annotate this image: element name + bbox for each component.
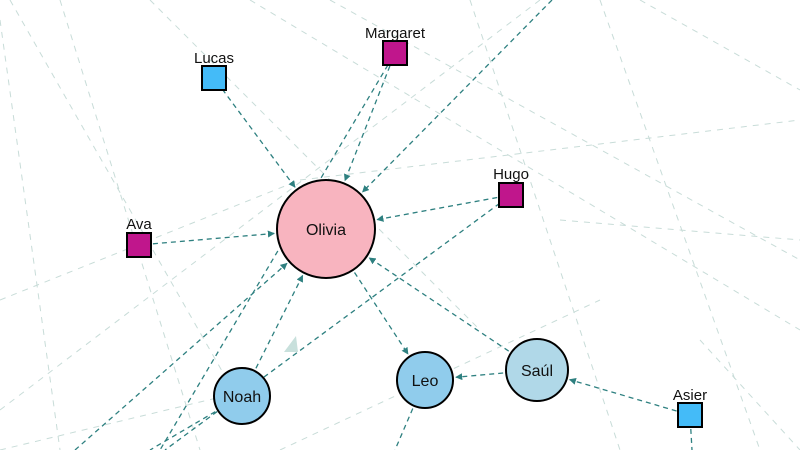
faint-edge-15 (639, 0, 800, 91)
node-asier-square[interactable] (677, 402, 703, 428)
edge-asier-saul (568, 378, 677, 412)
node-margaret[interactable]: Margaret (365, 25, 426, 66)
edge-lucas-olivia (221, 88, 296, 188)
node-lucas-label: Lucas (194, 50, 234, 67)
edge-offscreen-0 (159, 64, 389, 450)
node-noah[interactable]: Noah (213, 367, 271, 425)
node-margaret-label: Margaret (365, 25, 426, 42)
faint-edge-1 (9, 0, 251, 421)
edge-ava-olivia (152, 230, 275, 245)
faint-edge-8 (299, 119, 800, 181)
edges-layer (74, 0, 693, 450)
faint-edge-12 (0, 389, 251, 450)
edge-olivia-leo (353, 272, 409, 355)
faded-arrowhead (284, 336, 298, 352)
node-hugo-label: Hugo (493, 166, 529, 183)
node-olivia-label: Olivia (306, 222, 346, 239)
node-leo-circle[interactable] (396, 351, 454, 409)
node-ava-square[interactable] (126, 232, 152, 258)
edge-offscreen-2 (149, 411, 216, 450)
edge-offscreen-4 (690, 428, 693, 450)
node-saul[interactable]: Saúl (505, 338, 569, 402)
node-margaret-square[interactable] (382, 40, 408, 66)
faint-edge-5 (329, 0, 800, 261)
node-ava[interactable]: Ava (126, 216, 152, 258)
faint-edge-0 (0, 19, 61, 450)
faint-edge-11 (559, 219, 800, 241)
faint-edge-14 (699, 339, 800, 450)
edge-saul-leo (455, 372, 504, 381)
edge-margaret-olivia (344, 65, 391, 182)
node-asier-label: Asier (673, 387, 707, 404)
node-saul-label: Saúl (521, 363, 553, 380)
edge-hugo-olivia (376, 196, 498, 222)
node-lucas[interactable]: Lucas (194, 50, 234, 91)
edge-offscreen-6 (74, 262, 288, 450)
node-noah-circle[interactable] (213, 367, 271, 425)
node-olivia[interactable]: Olivia (276, 179, 376, 279)
node-lucas-square[interactable] (201, 65, 227, 91)
edge-saul-olivia (368, 257, 510, 352)
edge-offscreen-3 (394, 408, 414, 450)
node-noah-label: Noah (223, 389, 261, 406)
faint-edge-6 (0, 0, 541, 411)
node-leo-label: Leo (412, 373, 439, 390)
node-ava-label: Ava (126, 216, 152, 233)
node-asier[interactable]: Asier (673, 387, 707, 428)
node-hugo[interactable]: Hugo (493, 166, 529, 208)
node-olivia-circle[interactable] (276, 179, 376, 279)
node-hugo-square[interactable] (498, 182, 524, 208)
faint-edge-10 (599, 0, 761, 450)
node-leo[interactable]: Leo (396, 351, 454, 409)
node-saul-circle[interactable] (505, 338, 569, 402)
faint-edge-3 (149, 0, 481, 331)
